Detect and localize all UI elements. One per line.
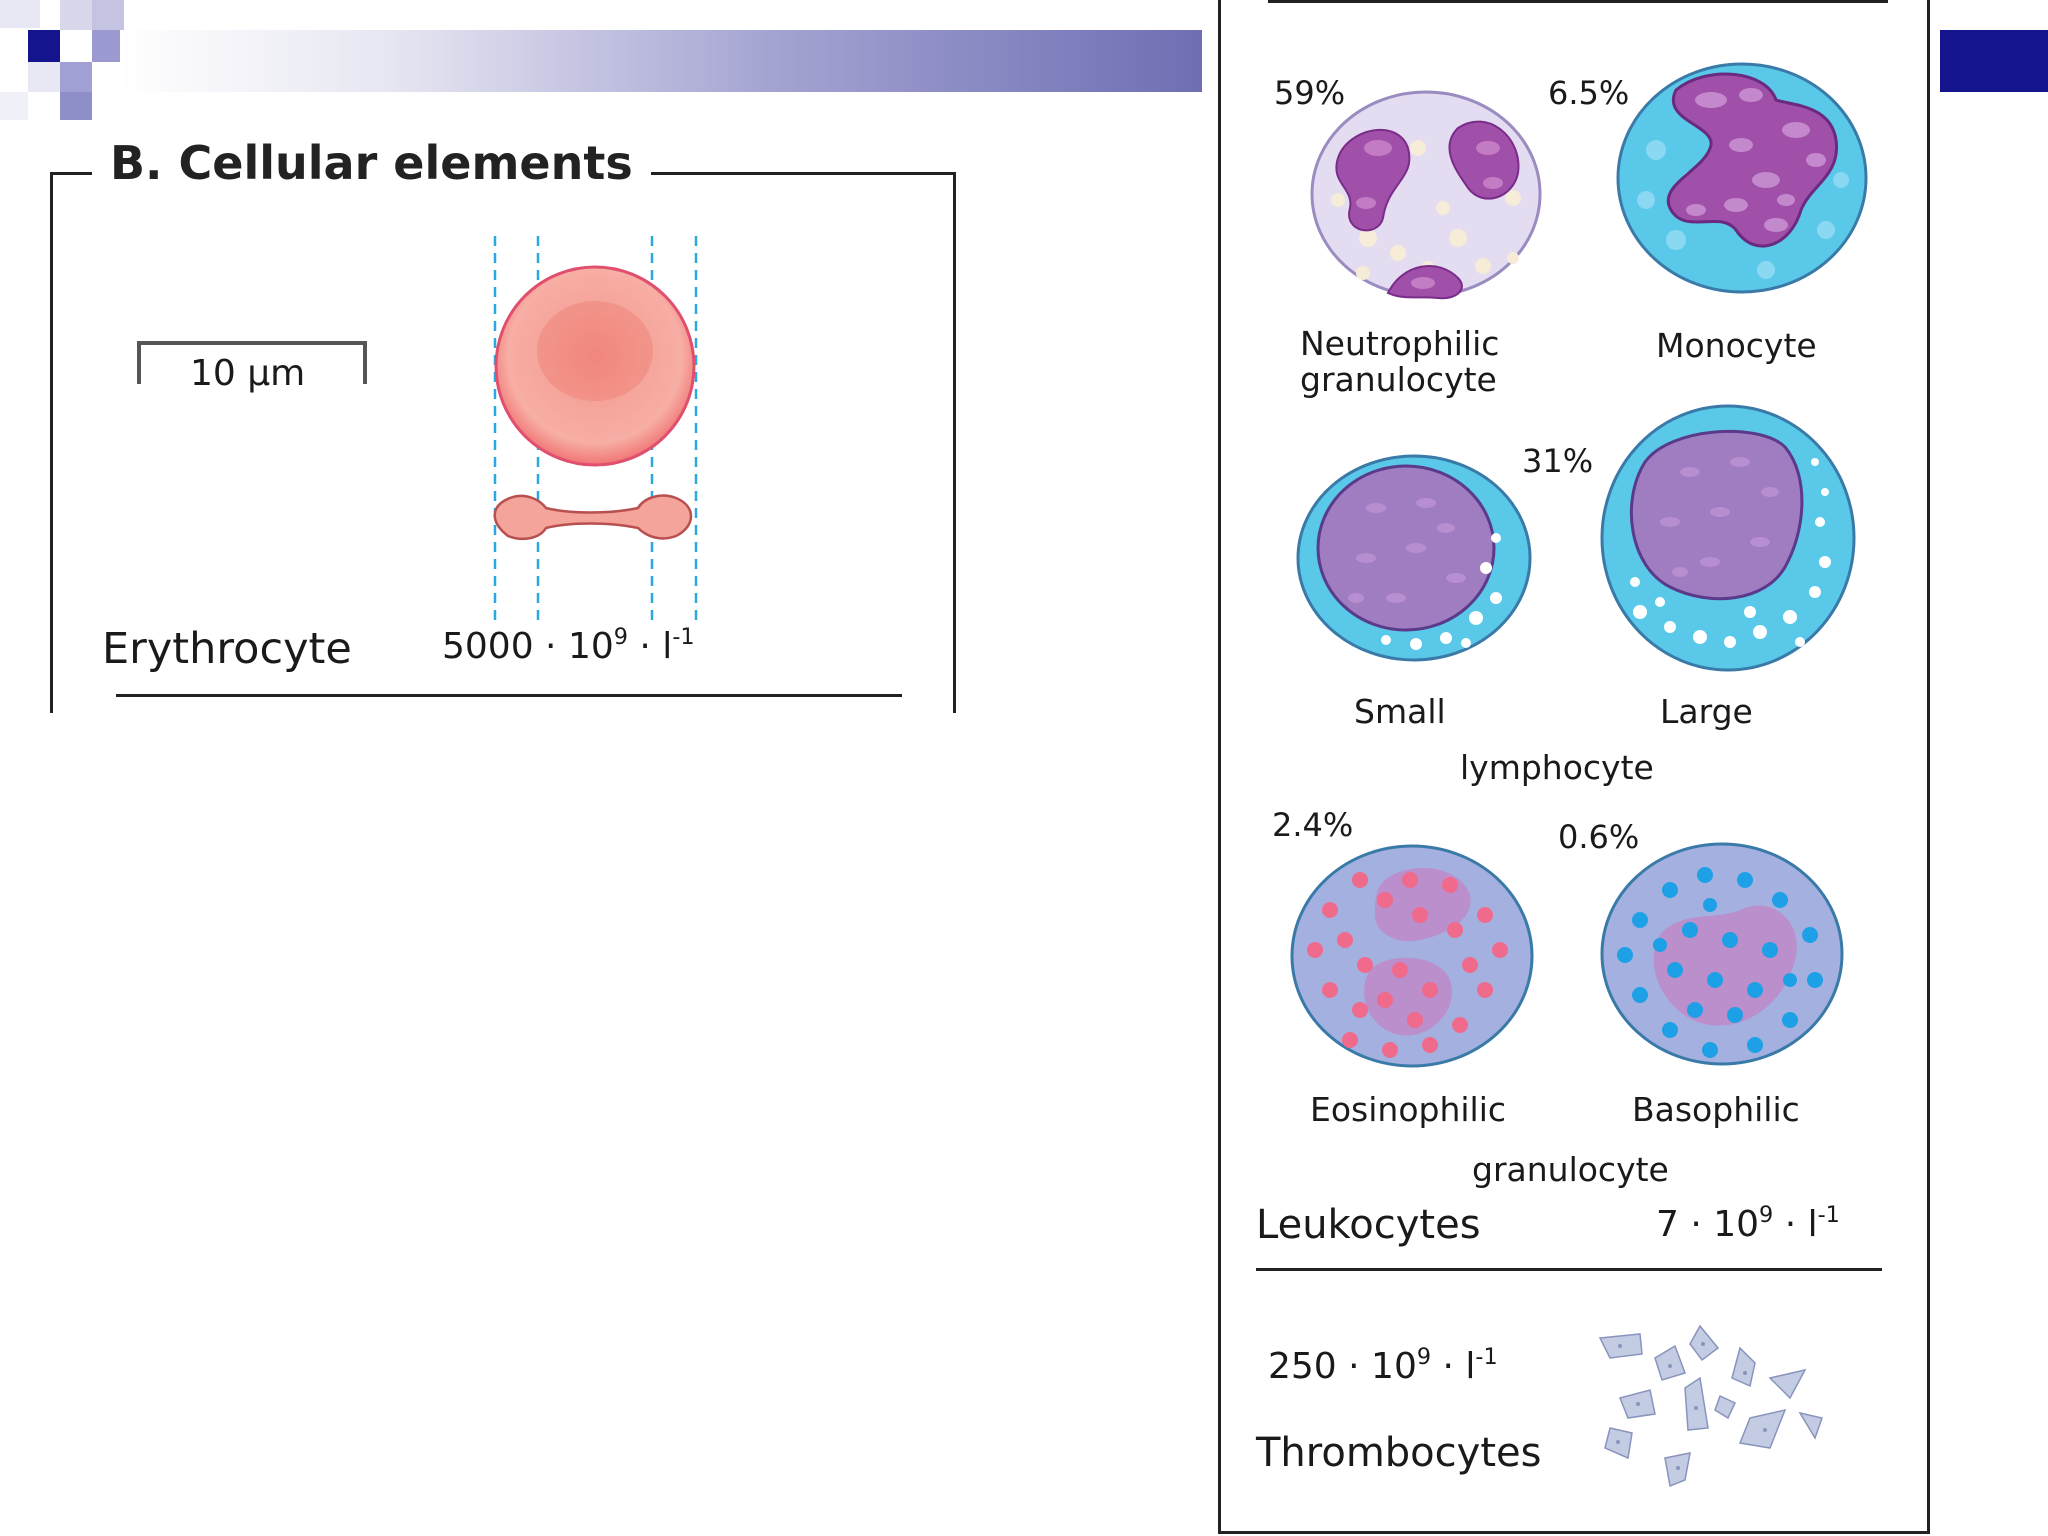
leukocytes-label: Leukocytes bbox=[1256, 1202, 1481, 1248]
neutrophil-illustration bbox=[1310, 90, 1542, 300]
erythrocyte-count: 5000 · 109 · l-1 bbox=[442, 624, 695, 667]
eosinophil-label: Eosinophilic bbox=[1310, 1090, 1507, 1129]
neutrophil-percentage: 59% bbox=[1274, 74, 1346, 112]
eosinophil-percentage: 2.4% bbox=[1272, 806, 1354, 844]
erythrocyte-illustration bbox=[493, 236, 698, 621]
neutrophil-label: Neutrophilic granulocyte bbox=[1300, 324, 1500, 399]
thrombocytes-label: Thrombocytes bbox=[1256, 1430, 1542, 1476]
header-accent-block bbox=[1940, 30, 2048, 92]
basophil-percentage: 0.6% bbox=[1558, 818, 1640, 856]
thrombocytes-count: 250 · 109 · l-1 bbox=[1268, 1344, 1498, 1387]
large-lymphocyte-label: Large bbox=[1660, 692, 1753, 731]
basophil-illustration bbox=[1600, 842, 1844, 1066]
lymphocyte-percentage: 31% bbox=[1522, 442, 1594, 480]
erythrocyte-divider bbox=[116, 694, 902, 697]
thrombocytes-illustration bbox=[1598, 1324, 1823, 1488]
scale-bar-label: 10 µm bbox=[190, 353, 306, 394]
erythrocyte-label: Erythrocyte bbox=[102, 624, 352, 674]
small-lymphocyte-illustration bbox=[1296, 454, 1532, 662]
monocyte-percentage: 6.5% bbox=[1548, 74, 1630, 112]
panel-title: B. Cellular elements bbox=[92, 136, 651, 190]
granulocyte-label: granulocyte bbox=[1472, 1150, 1669, 1189]
lymphocyte-label: lymphocyte bbox=[1460, 748, 1654, 787]
eosinophil-illustration bbox=[1290, 844, 1534, 1068]
large-lymphocyte-illustration bbox=[1600, 404, 1856, 672]
monocyte-label: Monocyte bbox=[1656, 326, 1817, 365]
leukocytes-divider bbox=[1256, 1268, 1882, 1271]
leukocytes-count: 7 · 109 · l-1 bbox=[1656, 1202, 1840, 1245]
scale-bar bbox=[137, 341, 367, 384]
header-gradient-bar bbox=[120, 30, 1202, 92]
top-divider bbox=[1268, 0, 1888, 3]
basophil-label: Basophilic bbox=[1632, 1090, 1800, 1129]
header-decoration bbox=[0, 0, 2048, 130]
small-lymphocyte-label: Small bbox=[1354, 692, 1446, 731]
monocyte-illustration bbox=[1616, 62, 1868, 294]
